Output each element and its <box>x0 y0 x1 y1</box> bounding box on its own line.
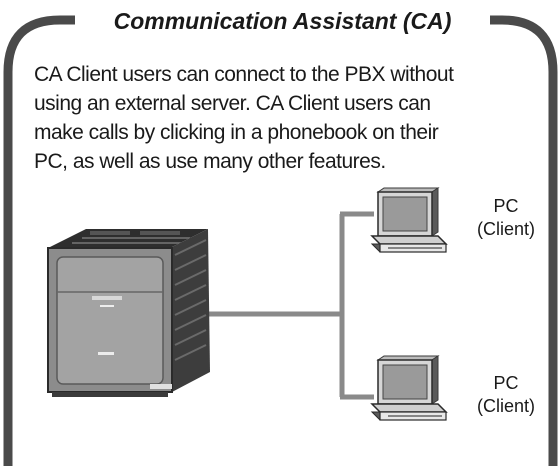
pbx-unit-icon <box>47 229 210 397</box>
network-lines <box>208 211 374 400</box>
pc-label-top: PC (Client) <box>466 195 546 241</box>
diagram-title: Communication Assistant (CA) <box>75 2 490 40</box>
pc-sublabel: (Client) <box>476 396 535 416</box>
pc-label: PC <box>493 373 519 393</box>
description-line: make calls by clicking in a phonebook on… <box>34 121 439 144</box>
pc-label: PC <box>493 196 519 216</box>
frame-border <box>3 15 558 466</box>
description-line: using an external server. CA Client user… <box>34 92 431 115</box>
description-line: PC, as well as use many other features. <box>34 150 386 173</box>
pc-label-bottom: PC (Client) <box>466 372 546 418</box>
pc-client-icon <box>370 187 448 253</box>
pc-client-icon <box>370 355 448 421</box>
description-line: CA Client users can connect to the PBX w… <box>34 63 454 86</box>
pc-sublabel: (Client) <box>476 219 535 239</box>
description-text: CA Client users can connect to the PBX w… <box>34 60 534 176</box>
